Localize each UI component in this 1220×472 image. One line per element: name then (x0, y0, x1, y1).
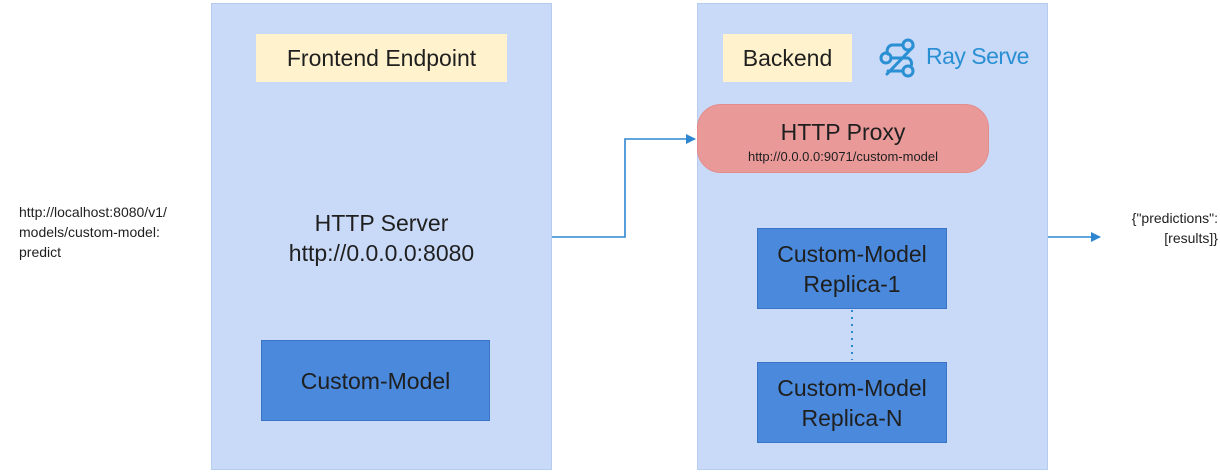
backend-label: Backend (723, 34, 852, 82)
response-line-1: {"predictions": (1131, 210, 1218, 226)
ray-serve-logo: Ray Serve (878, 37, 1030, 79)
http-server-url: http://0.0.0.0:8080 (288, 240, 475, 266)
replica-box-n: Custom-Model Replica-N (757, 362, 947, 443)
ray-serve-logo-text: Ray Serve (926, 43, 1029, 69)
request-url-line-1: http://localhost:8080/v1/ (19, 204, 167, 220)
custom-model-label: Custom-Model (300, 367, 451, 394)
http-server-title: HTTP Server (314, 210, 449, 236)
frontend-endpoint-label: Frontend Endpoint (256, 34, 507, 82)
server-to-proxy-arrow (552, 134, 696, 238)
http-proxy-box: HTTP Proxy http://0.0.0.0:9071/custom-mo… (697, 104, 989, 173)
response-text: {"predictions": [results]} (1108, 208, 1218, 248)
http-proxy-title: HTTP Proxy (780, 119, 906, 145)
replica-n-id: Replica-N (801, 404, 903, 431)
http-proxy-url: http://0.0.0.0:9071/custom-model (747, 149, 939, 164)
response-line-2: [results]} (1164, 230, 1218, 246)
replica-1-name: Custom-Model (777, 240, 927, 267)
replica-n-name: Custom-Model (777, 374, 927, 401)
ray-serve-logo-icon (879, 38, 915, 78)
replica-1-id: Replica-1 (803, 270, 901, 297)
http-server-label: HTTP Server http://0.0.0.0:8080 (211, 208, 552, 268)
request-url-line-2: models/custom-model: (19, 224, 160, 240)
replica-box-1: Custom-Model Replica-1 (757, 228, 947, 309)
request-url-line-3: predict (19, 244, 62, 260)
custom-model-box: Custom-Model (261, 340, 490, 421)
request-url-text: http://localhost:8080/v1/ models/custom-… (19, 202, 204, 262)
